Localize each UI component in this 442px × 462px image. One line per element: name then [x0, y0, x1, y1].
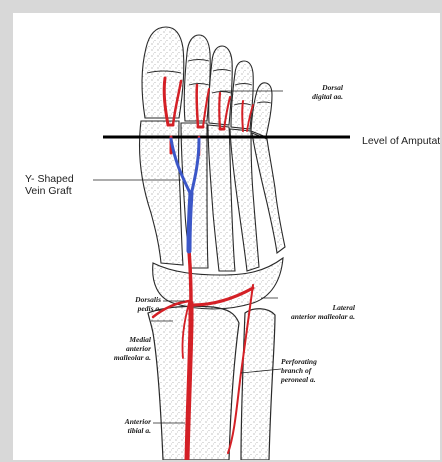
anatomy-canvas: Dorsal digital aa. Level of Amputation Y…: [13, 13, 440, 460]
tibia: [148, 306, 239, 460]
dorsalis-pedis-artery: [189, 251, 191, 305]
third-toe-bone: [209, 46, 233, 125]
label-anterior-tibial: Anterior tibial a.: [111, 417, 151, 435]
leg-bones: [148, 306, 275, 460]
label-y-shaped-vein-graft: Y- Shaped Vein Graft: [25, 173, 115, 197]
label-lateral-anterior-malleolar: Lateral anterior malleolar a.: [269, 303, 355, 321]
foot-illustration: [13, 13, 440, 460]
label-dorsal-digital: Dorsal digital aa.: [285, 83, 343, 101]
label-dorsalis-pedis: Dorsalis pedis a.: [113, 295, 161, 313]
label-medial-anterior-malleolar: Medial anterior malleolar a.: [99, 335, 151, 362]
midfoot-bones: [139, 121, 285, 309]
label-level-of-amputation: Level of Amputation: [362, 135, 440, 147]
label-perforating-branch: Perforating branch of peroneal a.: [281, 357, 343, 384]
